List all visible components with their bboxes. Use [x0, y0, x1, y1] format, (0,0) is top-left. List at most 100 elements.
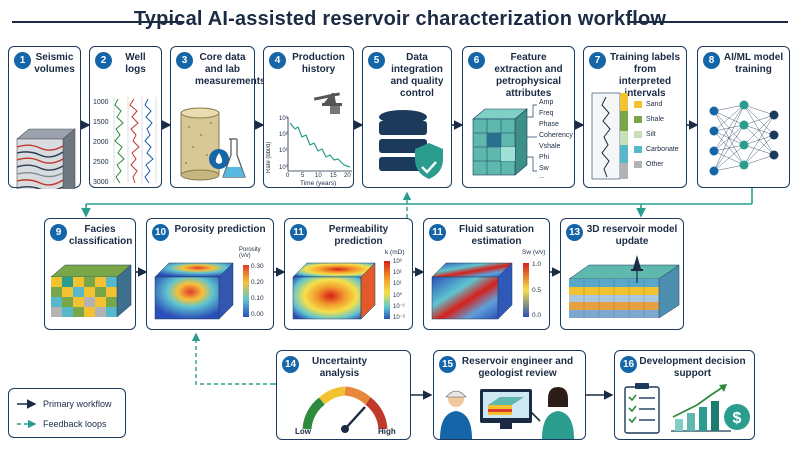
lithology-label: Shale	[646, 116, 664, 123]
depth-label: 2000	[93, 139, 109, 146]
production-xtick: 0	[286, 173, 290, 179]
production-xtick: 15	[330, 173, 337, 179]
attribute-label: ...	[539, 173, 545, 180]
title-rule-left	[12, 21, 184, 23]
depth-label: 1000	[93, 99, 109, 106]
production-ylabel: Rate (bbl/d)	[266, 141, 272, 173]
porosity-tick: 0.00	[251, 311, 264, 318]
attribute-label: Vshale	[539, 143, 561, 150]
step-number: 15	[439, 356, 456, 373]
step-seismic-volumes[interactable]: 1 Seismic volumes	[8, 46, 81, 189]
lithology-label: Carbonate	[646, 146, 679, 153]
step-label: Data integration and quality control	[390, 52, 444, 99]
sat-scale-title: Sw (v/v)	[522, 249, 546, 256]
step-label: Reservoir engineer and geologist review	[461, 356, 574, 379]
perm-scale-title: k (mD)	[385, 249, 405, 256]
legend-markers	[17, 399, 37, 429]
step-data-integration[interactable]: 5 Data integration and quality control	[362, 46, 452, 188]
saturation-cube-icon	[431, 262, 529, 320]
step-number: 1	[14, 52, 31, 69]
production-xtick: 10	[315, 173, 322, 179]
labelled-log-icon	[591, 92, 642, 180]
step-3d-model-update[interactable]: 13 3D reservoir model update	[560, 218, 684, 330]
porosity-scale-title: Porosity (v/v)	[239, 247, 261, 259]
porosity-cube-icon	[154, 262, 249, 320]
model-output-arrows	[81, 188, 753, 218]
depth-label: 1500	[93, 119, 109, 126]
permeability-cube-icon	[292, 261, 390, 320]
step-number: 11	[290, 224, 307, 241]
attribute-label: Amp	[539, 99, 554, 106]
step-label: Permeability prediction	[328, 224, 389, 247]
step-number: 4	[269, 52, 286, 69]
step-label: Production history	[292, 52, 345, 75]
production-xtick: 20	[344, 173, 351, 179]
step-training-labels[interactable]: 7 Training labels from interpreted inter…	[583, 46, 687, 188]
porosity-tick: 0.10	[251, 295, 264, 302]
neural-network-icon	[709, 100, 779, 176]
step-label: Porosity prediction	[174, 224, 266, 235]
step-number: 3	[176, 52, 193, 69]
step-number: 11	[429, 224, 446, 241]
sat-tick: 1.0	[532, 261, 542, 268]
sat-tick: 0.5	[532, 287, 542, 294]
attribute-label: Phase	[539, 121, 559, 128]
step-fluid-saturation[interactable]: 11 Fluid saturation estimation Sw (v/v) …	[423, 218, 550, 330]
facies-cube-icon	[50, 264, 132, 318]
step-well-logs[interactable]: 2 Well logs 1000 1500 2000 2500 3000	[89, 46, 162, 188]
attribute-label: Phi	[539, 154, 550, 161]
step-number: 6	[468, 52, 485, 69]
step-label: Development decision support	[639, 356, 746, 379]
perm-tick: 10⁻¹	[393, 304, 405, 310]
porosity-tick: 0.20	[251, 279, 264, 286]
well-log-traces-icon	[113, 97, 157, 184]
step-number: 8	[703, 52, 720, 69]
perm-tick: 10⁰	[393, 293, 403, 299]
step-number: 10	[152, 224, 169, 241]
production-ytick: 10²	[279, 132, 288, 138]
database-shield-icon	[379, 110, 443, 179]
step-label: AI/ML model training	[723, 52, 784, 75]
seismic-cube-icon	[16, 128, 76, 189]
decision-support-icon: $	[624, 383, 750, 434]
step-feature-extraction[interactable]: 6 Feature extraction and petrophysical a…	[462, 46, 575, 188]
porosity-tick: 0.30	[251, 263, 264, 270]
production-ytick: 10³	[279, 116, 288, 122]
step-number: 14	[282, 356, 299, 373]
step-decision-support[interactable]: 16 Development decision support $	[614, 350, 755, 440]
production-xlabel: Time (years)	[300, 180, 337, 187]
step-label: Training labels from interpreted interva…	[609, 52, 681, 99]
reservoir-model-icon	[568, 255, 680, 319]
gauge-low-label: Low	[295, 427, 311, 436]
step-number: 7	[589, 52, 606, 69]
step-uncertainty-analysis[interactable]: 14 Uncertainty analysis Low High	[276, 350, 411, 440]
perm-tick: 10³	[393, 259, 402, 265]
attribute-label: Coherency	[539, 132, 573, 139]
core-sample-icon	[180, 107, 246, 181]
page-title: Typical AI-assisted reservoir characteri…	[133, 8, 667, 30]
step-porosity-prediction[interactable]: 10 Porosity prediction Porosity (v/v) 0.…	[146, 218, 274, 330]
perm-tick: 10²	[393, 270, 402, 276]
step-number: 16	[620, 356, 637, 373]
attribute-label: Sw	[539, 165, 549, 172]
step-facies-classification[interactable]: 9 Facies classification	[44, 218, 136, 330]
step-label: Well logs	[125, 52, 146, 75]
attribute-label: Freq	[539, 110, 554, 117]
step-ai-ml-training[interactable]: 8 AI/ML model training	[697, 46, 790, 188]
step-permeability-prediction[interactable]: 11 Permeability prediction k (mD) 10³ 10…	[284, 218, 413, 330]
step-number: 2	[95, 52, 112, 69]
gauge-icon	[302, 386, 388, 433]
production-decline-chart	[287, 92, 352, 172]
step-label: Uncertainty analysis	[311, 356, 367, 379]
step-core-data[interactable]: 3 Core data and lab measurements	[170, 46, 266, 188]
step-label: Facies classification	[69, 224, 133, 247]
gauge-high-label: High	[378, 427, 396, 436]
step-production-history[interactable]: 4 Production history Rate (bbl/d) 10³ 10…	[263, 46, 354, 188]
production-xtick: 5	[301, 173, 305, 179]
attribute-cube-icon	[472, 104, 537, 176]
lithology-label: Silt	[646, 131, 656, 138]
step-engineer-review[interactable]: 15 Reservoir engineer and geologist revi…	[433, 350, 586, 440]
svg-text:$: $	[733, 410, 742, 427]
production-ytick: 10¹	[279, 148, 288, 154]
lithology-label: Other	[646, 161, 664, 168]
